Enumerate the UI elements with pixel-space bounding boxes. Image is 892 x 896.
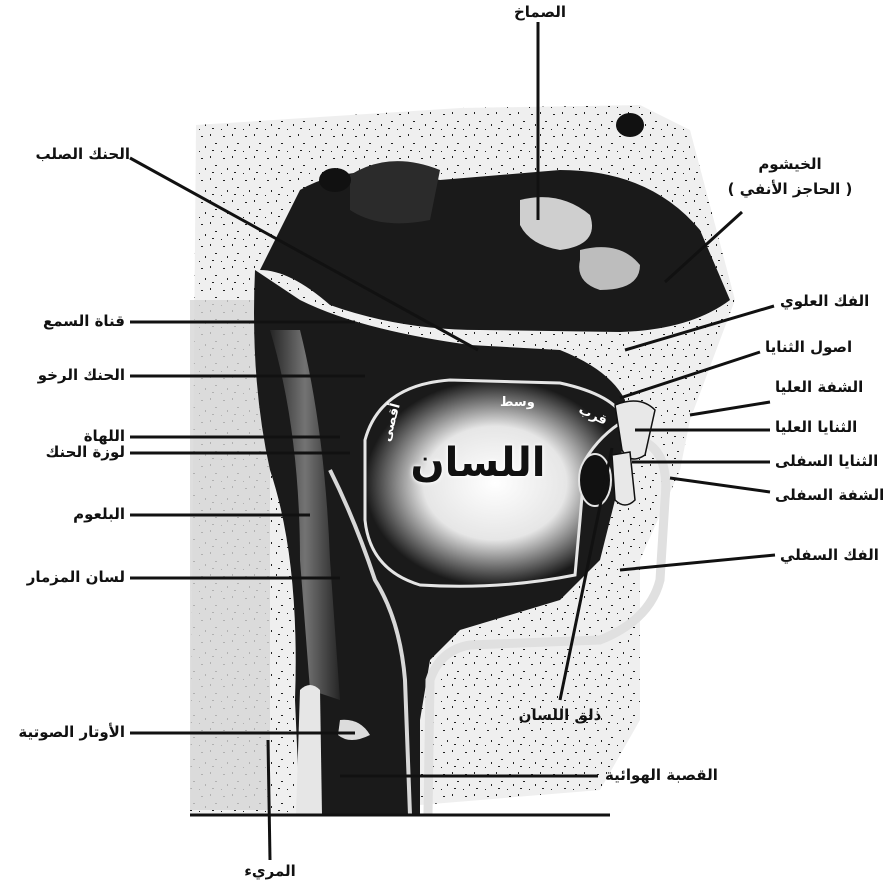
- lower-tooth-shape: [612, 452, 635, 505]
- label-pharynx: البلعوم: [73, 505, 125, 523]
- label-soft-palate: الحنك الرخو: [38, 366, 125, 384]
- tongue-middle-label: وسط: [500, 395, 535, 410]
- label-lower-incisors: الثنايا السفلى: [775, 452, 878, 470]
- esophagus-tube: [296, 685, 322, 815]
- label-tooth-roots: اصول الثنايا: [765, 338, 852, 356]
- sinus-hole: [319, 168, 351, 192]
- label-nasal-cavity-line2: ( الحاجز الأنفي ): [728, 180, 853, 198]
- label-esophagus: المريء: [244, 862, 296, 880]
- label-tonsil: لوزة الحنك: [46, 443, 125, 461]
- label-ear-canal: قناة السمع: [43, 312, 125, 330]
- label-lower-lip: الشفة السفلى: [775, 486, 884, 504]
- label-tongue-tip: ذلق اللسان: [519, 706, 602, 724]
- leader-esophagus: [268, 740, 270, 860]
- label-vocal-cords: الأوتار الصوتية: [18, 723, 125, 741]
- label-lower-jaw: الفك السفلي: [780, 546, 879, 564]
- leader-lower-jaw: [620, 555, 775, 570]
- label-trachea: القصبة الهوائية: [605, 766, 718, 784]
- sinus-upper-shape: [350, 161, 440, 223]
- label-hard-palate: الحنك الصلب: [36, 145, 130, 163]
- tongue-center-label: اللسان: [411, 440, 546, 486]
- label-nasal-cavity-line1: الخيشوم: [758, 155, 821, 173]
- sinus-hole: [616, 113, 644, 137]
- label-upper-lip: الشفة العليا: [775, 378, 863, 396]
- label-epiglottis: لسان المزمار: [27, 568, 125, 586]
- leader-upper-lip: [690, 402, 770, 415]
- leader-lower-lip: [670, 478, 770, 492]
- label-upper-incisors: الثنايا العليا: [775, 418, 857, 436]
- label-sinus: الصماخ: [514, 3, 566, 21]
- label-upper-jaw: الفك العلوي: [780, 292, 869, 310]
